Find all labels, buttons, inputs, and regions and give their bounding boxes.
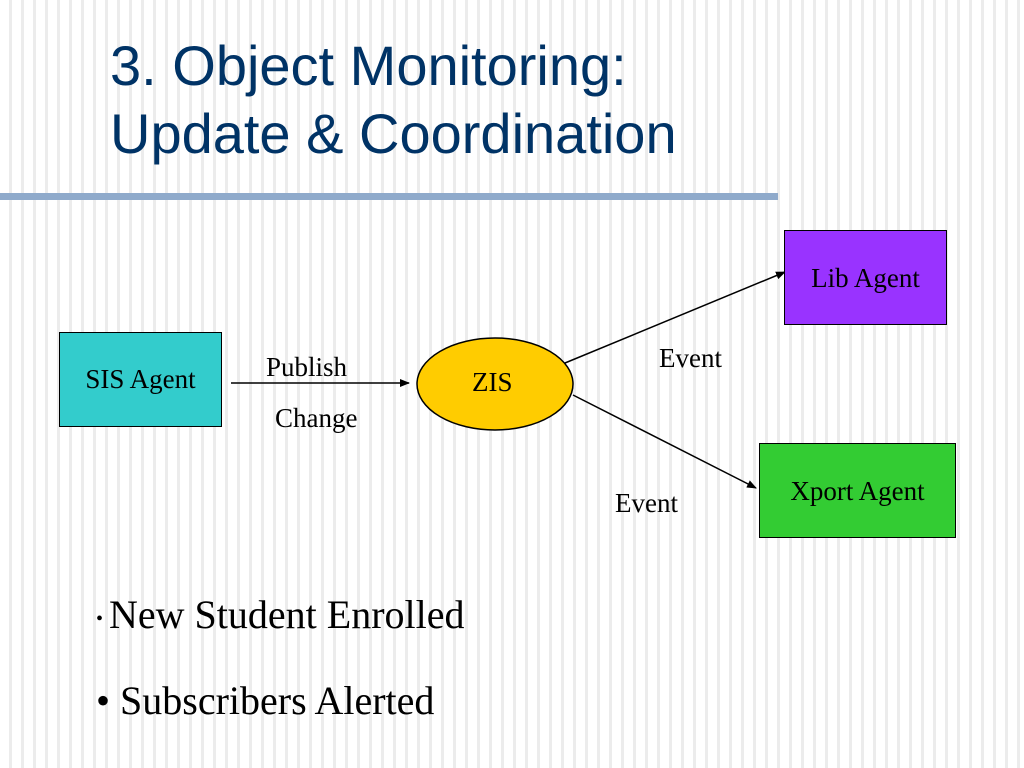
slide-title-line-2: Update & Coordination: [110, 102, 677, 165]
bullet-dot-icon: •: [96, 677, 111, 723]
lib-agent-box: Lib Agent: [784, 230, 947, 325]
xport-agent-box: Xport Agent: [759, 443, 956, 538]
event-lib-label: Event: [659, 343, 722, 373]
bullet-item: •Subscribers Alerted: [96, 676, 465, 726]
arrow-zis-to-lib: [564, 271, 786, 364]
slide-title-line-1: 3. Object Monitoring:: [110, 34, 627, 97]
bullet-text: Subscribers Alerted: [120, 677, 435, 723]
slide-title: 3. Object Monitoring: Update & Coordinat…: [110, 32, 677, 168]
bullet-item: •New Student Enrolled: [96, 590, 465, 644]
bullet-text: New Student Enrolled: [109, 592, 465, 637]
sis-agent-box: SIS Agent: [59, 332, 222, 427]
arrow-zis-to-xport: [572, 394, 757, 489]
title-divider: [0, 193, 778, 200]
bullet-list: •New Student Enrolled •Subscribers Alert…: [96, 590, 465, 726]
bullet-dot-icon: •: [96, 607, 104, 630]
xport-agent-label: Xport Agent: [790, 476, 925, 506]
sis-agent-label: SIS Agent: [85, 364, 196, 394]
zis-label: ZIS: [472, 367, 513, 397]
publish-label: Publish: [266, 352, 348, 382]
event-xport-label: Event: [615, 488, 678, 518]
lib-agent-label: Lib Agent: [811, 263, 920, 293]
zis-ellipse: [416, 337, 574, 431]
change-label: Change: [275, 403, 358, 433]
